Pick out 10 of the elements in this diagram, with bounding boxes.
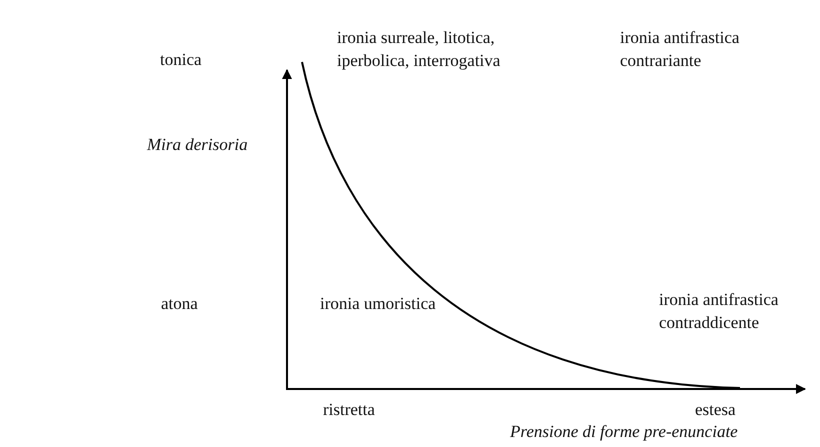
region-label: ironia umoristica xyxy=(320,293,436,315)
axis-title: Mira derisoria xyxy=(147,134,248,156)
region-label: ironia antifrastica contrariante xyxy=(620,27,740,72)
axis-value-label: atona xyxy=(161,293,198,315)
region-label: ironia surreale, litotica, iperbolica, interrogativa xyxy=(337,27,502,72)
axis-value-label: ristretta xyxy=(323,399,375,421)
region-label: ironia antifrastica contraddicente xyxy=(659,289,780,334)
axis-value-label: estesa xyxy=(695,399,736,421)
axis-value-label: tonica xyxy=(160,49,202,71)
axis-title: Prensione di forme pre-enunciate xyxy=(510,421,738,443)
